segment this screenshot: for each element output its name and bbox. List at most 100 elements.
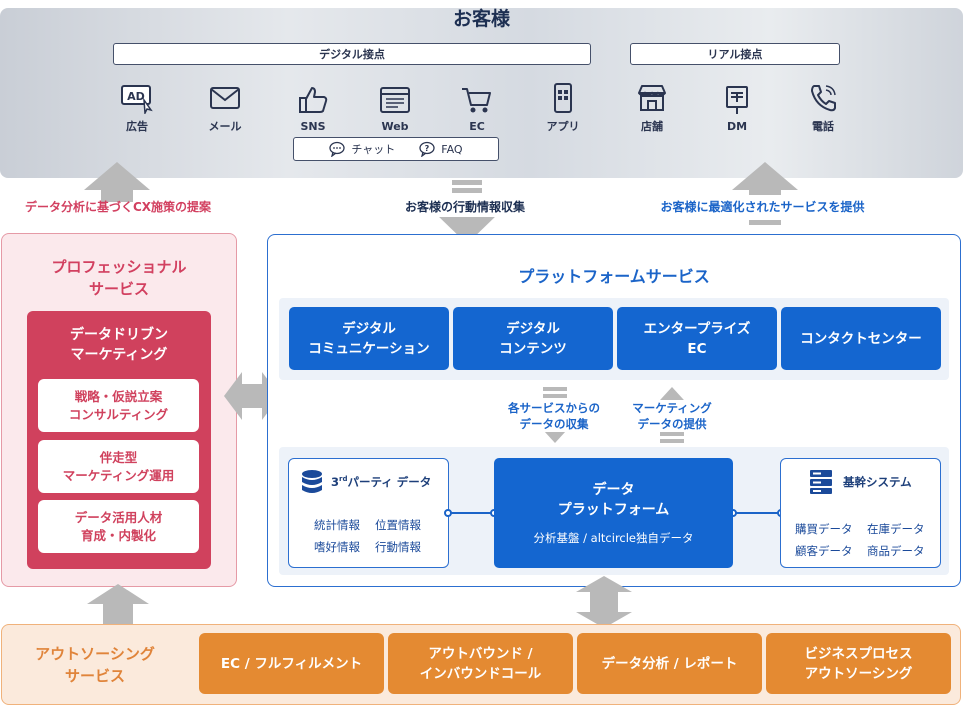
outsourcing-data-analysis: データ分析 / レポート — [577, 633, 762, 694]
channel-store: 店舗 — [617, 78, 687, 138]
service-digital-communication: デジタル コミュニケーション — [289, 307, 449, 370]
channel-ad: AD 広告 — [102, 78, 172, 138]
mail-icon — [210, 87, 240, 109]
card-item: 顧客データ — [795, 544, 853, 558]
connector-dot — [444, 509, 452, 517]
outsourcing-ec-fulfillment: EC / フルフィルメント — [199, 633, 384, 694]
server-icon — [810, 470, 832, 494]
title-line: マーケティング — [70, 347, 168, 363]
service-enterprise-ec: エンタープライズ EC — [617, 307, 777, 370]
item-line: コンサルティング — [68, 406, 169, 422]
card-item: 統計情報 — [314, 518, 360, 532]
svg-text:?: ? — [425, 144, 430, 153]
chat-icon — [329, 141, 346, 157]
outsourcing-bpo: ビジネスプロセス アウトソーシング — [766, 633, 951, 694]
item-line: 育成・内製化 — [80, 527, 156, 543]
channel-sns: SNS — [278, 78, 348, 138]
provide-label: マーケティング データの提供 — [602, 398, 742, 434]
pro-item-training: データ活用人材 育成・内製化 — [38, 500, 199, 553]
service-line: EC — [687, 340, 707, 357]
service-line: デジタル — [342, 320, 396, 337]
data-platform-box: データ プラットフォーム 分析基盤 / altcircle独自データ — [494, 458, 733, 568]
third-party-data-card: 3rdパーティ データ 統計情報 位置情報 嗜好情報 行動情報 — [288, 458, 449, 568]
service-line: デジタル — [506, 320, 560, 337]
chat-label: チャット — [351, 143, 396, 156]
label-line: 各サービスからの — [508, 400, 600, 416]
channel-label: Web — [381, 119, 409, 133]
flow-center-label: お客様の行動情報収集 — [360, 195, 570, 217]
item-line: データ活用人材 — [74, 509, 163, 525]
title-line: サービス — [64, 667, 125, 685]
item-line: インバウンドコール — [419, 665, 542, 682]
channel-label: メール — [208, 120, 242, 133]
channel-phone: 電話 — [788, 78, 858, 138]
core-system-card: 基幹システム 購買データ 在庫データ 顧客データ 商品データ — [780, 458, 941, 568]
card-item: 商品データ — [867, 544, 925, 558]
flow-left-label: データ分析に基づくCX施策の提案 — [24, 199, 212, 214]
channel-label: 電話 — [812, 120, 834, 133]
service-line: コンテンツ — [499, 340, 567, 357]
label-line: マーケティング — [632, 400, 712, 416]
svg-text:AD: AD — [127, 90, 145, 103]
dm-icon — [726, 85, 748, 114]
channel-web: Web — [360, 78, 430, 138]
item-line: マーケティング運用 — [62, 467, 175, 483]
title-line: アウトソーシング — [35, 645, 155, 663]
card-item: 行動情報 — [375, 540, 421, 554]
service-line: コミュニケーション — [308, 340, 430, 357]
title-line: サービス — [88, 280, 149, 298]
real-touchpoint-label: リアル接点 — [630, 43, 840, 65]
card-item: 嗜好情報 — [314, 540, 360, 554]
card-item: 購買データ — [795, 522, 853, 536]
outsourcing-call: アウトバウンド / インバウンドコール — [388, 633, 573, 694]
channel-label: アプリ — [546, 120, 580, 133]
dp-title-line: プラットフォーム — [557, 502, 670, 518]
arrow-up-outsourcing — [87, 584, 149, 624]
card-title: 基幹システム — [843, 475, 912, 489]
pro-item-strategy: 戦略・仮説立案 コンサルティング — [38, 379, 199, 432]
item-line: アウトソーシング — [804, 665, 913, 682]
browser-icon — [380, 86, 410, 113]
label-line: データの収集 — [519, 416, 589, 432]
faq-icon: ? — [419, 141, 435, 157]
dp-subtitle: 分析基盤 / altcircle独自データ — [533, 531, 694, 545]
thumbs-up-icon — [299, 86, 328, 113]
channel-ec: EC — [442, 78, 512, 138]
professional-service-title: プロフェッショナル サービス — [1, 254, 237, 302]
channel-label: 広告 — [126, 120, 148, 133]
channel-label: 店舗 — [641, 120, 663, 133]
flow-right-label: お客様に最適化されたサービスを提供 — [620, 195, 905, 217]
card-header: 基幹システム — [809, 469, 912, 495]
customer-title: お客様 — [452, 7, 510, 30]
item-line: 伴走型 — [99, 449, 138, 465]
digital-touchpoint-label: デジタル接点 — [113, 43, 591, 65]
data-driven-marketing-title: データドリブン マーケティング — [27, 323, 211, 367]
channel-dm: DM — [702, 78, 772, 138]
title-line: データドリブン — [70, 327, 168, 343]
dp-title-line: データ — [592, 482, 635, 498]
channel-label: SNS — [300, 119, 326, 133]
connector-right — [733, 512, 781, 514]
double-arrow-vertical — [576, 576, 632, 628]
double-arrow-horizontal — [224, 372, 280, 420]
arrow-up-left — [84, 162, 150, 202]
faq-label: FAQ — [441, 142, 463, 156]
cart-icon — [462, 87, 491, 112]
ad-icon: AD — [121, 85, 153, 114]
card-title: 3rdパーティ データ — [331, 475, 432, 489]
card-header: 3rdパーティ データ — [301, 469, 431, 495]
chat-faq-box: チャット ? FAQ — [293, 137, 499, 161]
channel-app: アプリ — [528, 78, 598, 138]
channel-label: DM — [726, 119, 748, 133]
store-icon — [638, 85, 666, 111]
database-icon — [302, 470, 322, 493]
pro-item-operation: 伴走型 マーケティング運用 — [38, 440, 199, 493]
channel-mail: メール — [190, 78, 260, 138]
service-contact-center: コンタクトセンター — [781, 307, 941, 370]
label-line: データの提供 — [637, 416, 707, 432]
service-digital-contents: デジタル コンテンツ — [453, 307, 613, 370]
channel-label: EC — [469, 119, 485, 133]
title-line: プロフェッショナル — [51, 258, 187, 276]
connector-left — [448, 512, 494, 514]
phone-icon — [811, 85, 836, 112]
